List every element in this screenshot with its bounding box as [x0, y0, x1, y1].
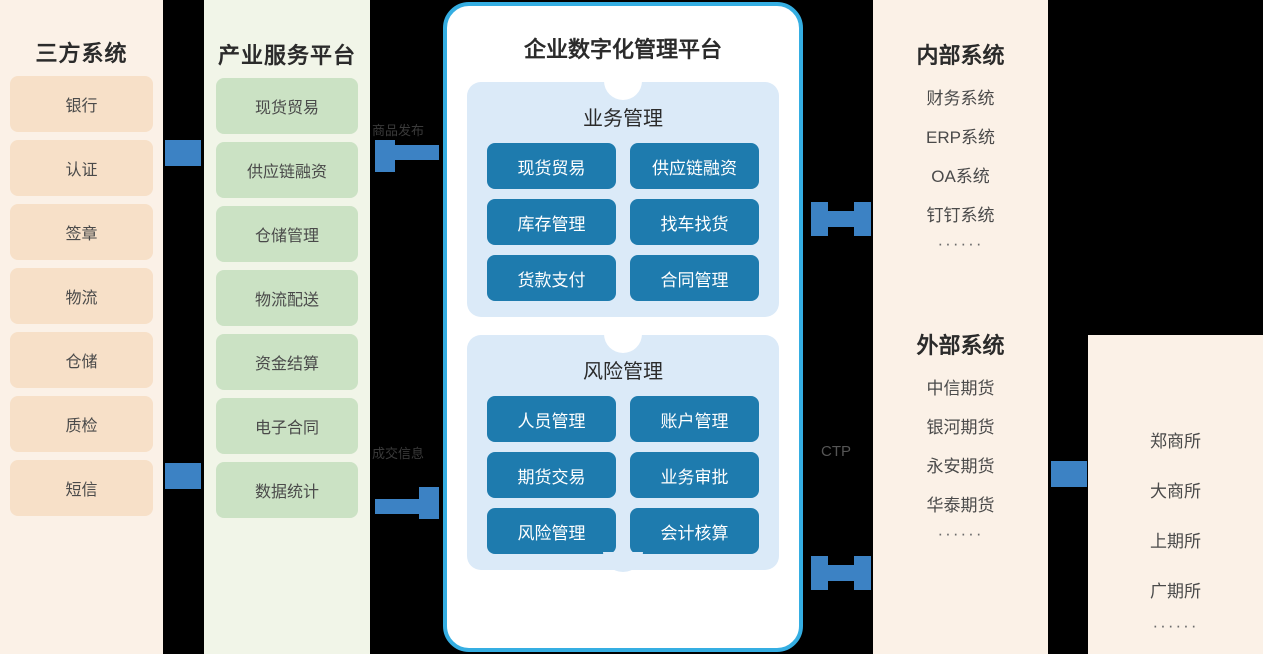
- risk-button-grid: 人员管理 账户管理 期货交易 业务审批 风险管理 会计核算: [467, 396, 779, 554]
- connector-external-to-exchange: [1051, 461, 1087, 487]
- chip-third-party-4[interactable]: 仓储: [10, 332, 153, 388]
- external-systems-group: 外部系统 中信期货 银河期货 永安期货 华泰期货 ······: [873, 328, 1048, 544]
- arrow-shaft-icon: [826, 211, 856, 227]
- chip-industry-1[interactable]: 供应链融资: [216, 142, 358, 198]
- section-notch-icon: [604, 334, 642, 353]
- connector-label-ctp: CTP: [821, 443, 851, 460]
- section-notch-icon: [604, 81, 642, 100]
- section-business-management: 业务管理 现货贸易 供应链融资 库存管理 找车找货 货款支付 合同管理: [467, 81, 779, 317]
- arrow-head-left-icon: [811, 556, 828, 590]
- chip-industry-3[interactable]: 物流配送: [216, 270, 358, 326]
- internal-systems-group: 内部系统 财务系统 ERP系统 OA系统 钉钉系统 ······: [873, 38, 1048, 254]
- exchange-1[interactable]: 大商所: [1150, 482, 1201, 501]
- connector-platform-to-internal: [811, 202, 871, 236]
- external-system-3[interactable]: 华泰期货: [926, 496, 995, 515]
- connector-label-goods-publish: 商品发布: [372, 123, 425, 138]
- connector-third-to-industry-bottom: [165, 463, 201, 489]
- exchange-0[interactable]: 郑商所: [1150, 432, 1201, 451]
- external-system-0[interactable]: 中信期货: [926, 379, 995, 398]
- chip-third-party-0[interactable]: 银行: [10, 76, 153, 132]
- chip-industry-6[interactable]: 数据统计: [216, 462, 358, 518]
- chip-third-party-1[interactable]: 认证: [10, 140, 153, 196]
- connector-platform-to-external: [811, 556, 871, 590]
- chip-industry-2[interactable]: 仓储管理: [216, 206, 358, 262]
- section-risk-management: 风险管理 人员管理 账户管理 期货交易 业务审批 风险管理 会计核算: [467, 334, 779, 572]
- external-system-1[interactable]: 银河期货: [926, 418, 995, 437]
- chip-industry-5[interactable]: 电子合同: [216, 398, 358, 454]
- external-systems-more: ······: [937, 524, 984, 543]
- button-account-management[interactable]: 账户管理: [630, 396, 759, 442]
- chip-industry-0[interactable]: 现货贸易: [216, 78, 358, 134]
- chip-third-party-2[interactable]: 签章: [10, 204, 153, 260]
- exchanges-more: ······: [1152, 616, 1199, 635]
- button-find-truck-cargo[interactable]: 找车找货: [630, 199, 759, 245]
- chip-third-party-5[interactable]: 质检: [10, 396, 153, 452]
- chip-industry-4[interactable]: 资金结算: [216, 334, 358, 390]
- internal-systems-more: ······: [937, 234, 984, 253]
- external-system-2[interactable]: 永安期货: [926, 457, 995, 476]
- arrow-head-left-icon: [811, 202, 828, 236]
- button-business-approval[interactable]: 业务审批: [630, 452, 759, 498]
- button-inventory-management[interactable]: 库存管理: [487, 199, 616, 245]
- arrow-head-right-icon: [854, 556, 871, 590]
- exchanges-column: 郑商所 大商所 上期所 广期所 ······: [1088, 335, 1263, 654]
- connector-third-to-industry-top: [165, 140, 201, 166]
- arrow-shaft-icon: [375, 499, 423, 514]
- connector-deal-info-arrow: [375, 487, 439, 519]
- enterprise-platform-frame: 企业数字化管理平台 业务管理 现货贸易 供应链融资 库存管理 找车找货 货款支付…: [443, 2, 803, 652]
- internal-system-1[interactable]: ERP系统: [926, 128, 995, 147]
- business-button-grid: 现货贸易 供应链融资 库存管理 找车找货 货款支付 合同管理: [467, 143, 779, 301]
- button-spot-trade[interactable]: 现货贸易: [487, 143, 616, 189]
- frame-bottom-notch-icon: [603, 552, 643, 572]
- third-party-column: 三方系统 银行 认证 签章 物流 仓储 质检 短信: [0, 0, 163, 654]
- systems-column: 内部系统 财务系统 ERP系统 OA系统 钉钉系统 ······ 外部系统 中信…: [873, 0, 1048, 654]
- section-title-risk: 风险管理: [583, 361, 663, 383]
- button-futures-trading[interactable]: 期货交易: [487, 452, 616, 498]
- button-contract-management[interactable]: 合同管理: [630, 255, 759, 301]
- section-title-business: 业务管理: [583, 108, 663, 130]
- chip-third-party-6[interactable]: 短信: [10, 460, 153, 516]
- arrow-shaft-icon: [826, 565, 856, 581]
- arrow-head-right-icon: [854, 202, 871, 236]
- industry-platform-title: 产业服务平台: [217, 43, 356, 68]
- button-risk-management[interactable]: 风险管理: [487, 508, 616, 554]
- exchange-3[interactable]: 广期所: [1150, 582, 1201, 601]
- arrow-head-right-icon: [419, 487, 439, 519]
- page-title: 企业数字化管理平台: [523, 37, 722, 62]
- internal-systems-title: 内部系统: [916, 43, 1005, 68]
- external-systems-title: 外部系统: [916, 333, 1005, 358]
- connector-goods-publish-arrow: [375, 140, 439, 172]
- arrow-head-left-icon: [375, 140, 395, 172]
- industry-platform-column: 产业服务平台 现货贸易 供应链融资 仓储管理 物流配送 资金结算 电子合同 数据…: [204, 0, 370, 654]
- button-personnel-management[interactable]: 人员管理: [487, 396, 616, 442]
- chip-third-party-3[interactable]: 物流: [10, 268, 153, 324]
- internal-system-3[interactable]: 钉钉系统: [926, 206, 995, 225]
- button-accounting[interactable]: 会计核算: [630, 508, 759, 554]
- button-supply-chain-finance[interactable]: 供应链融资: [630, 143, 759, 189]
- connector-label-deal-info: 成交信息: [372, 446, 425, 461]
- exchange-2[interactable]: 上期所: [1150, 532, 1201, 551]
- internal-system-0[interactable]: 财务系统: [926, 89, 995, 108]
- third-party-title: 三方系统: [35, 41, 128, 66]
- internal-system-2[interactable]: OA系统: [931, 167, 990, 186]
- button-payment[interactable]: 货款支付: [487, 255, 616, 301]
- arrow-shaft-icon: [393, 145, 439, 160]
